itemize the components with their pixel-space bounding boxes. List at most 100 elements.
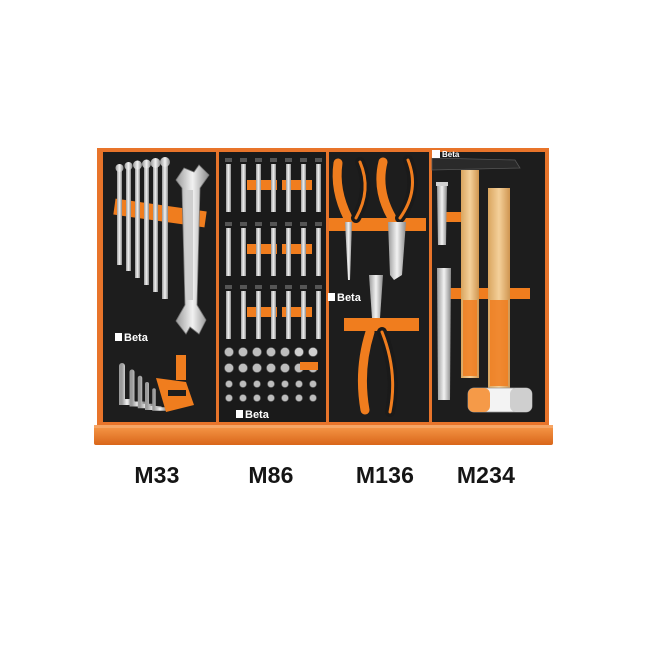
socket [266,363,276,373]
tray-m136: Beta [328,152,429,422]
bit-label-strip [285,222,292,226]
double-open-end-wrench [175,164,210,335]
bit-label-strip [300,222,307,226]
screwdriver-bit [301,164,306,212]
tray-m234: Beta [431,150,545,422]
bit-label-strip [255,285,262,289]
module-label-m136: M136 [355,462,415,488]
socket [266,347,276,357]
socket [239,394,247,402]
beta-logo-m86: Beta [236,409,270,421]
socket-grid [224,347,318,402]
bit-label-strip [285,158,292,162]
bit-label-strip [225,285,232,289]
screwdriver-bit [316,291,321,339]
screwdriver-bit [316,228,321,276]
bit-label-strip [315,222,322,226]
bit-label-strip [270,158,277,162]
screwdriver-bit [226,228,231,276]
combination-pliers [357,275,398,417]
beta-logo-m136: Beta [328,292,362,304]
screwdriver-bit [241,291,246,339]
bit-rows [225,158,322,339]
bit-holder [247,180,277,190]
socket [224,347,234,357]
socket [295,380,303,388]
chisels [436,182,451,400]
brand-text: Beta [442,150,460,159]
screwdriver-bit [301,291,306,339]
screwdriver-bit [286,164,291,212]
bit-label-strip [240,222,247,226]
socket [238,347,248,357]
socket [267,380,275,388]
screwdriver-bit [226,291,231,339]
screwdriver-bit [271,228,276,276]
bit-holder [247,307,277,317]
screwdriver-bit [286,291,291,339]
hex-keys [119,363,168,411]
tray-m33: Beta [103,152,216,422]
socket [239,380,247,388]
socket [295,394,303,402]
screwdriver-bit [271,291,276,339]
module-label-m86: M86 [248,462,294,488]
bit-label-strip [240,285,247,289]
screwdriver-bit [256,291,261,339]
machinist-hammer [431,157,521,378]
bit-label-strip [315,285,322,289]
socket [224,363,234,373]
bit-holder [247,244,277,254]
bit-label-strip [240,158,247,162]
bit-label-strip [285,285,292,289]
brand-text: Beta [245,409,270,421]
socket [281,394,289,402]
bit-label-strip [255,158,262,162]
screwdriver-bit [286,228,291,276]
bit-label-strip [300,285,307,289]
socket [267,394,275,402]
bit-holder [282,244,312,254]
socket [294,347,304,357]
screwdriver-bit [271,164,276,212]
socket [225,394,233,402]
screwdriver-bit [241,164,246,212]
bit-holder [282,307,312,317]
socket [309,394,317,402]
screwdriver-bit [301,228,306,276]
screwdriver-bit [316,164,321,212]
bit-label-strip [225,222,232,226]
bit-label-strip [315,158,322,162]
socket [280,347,290,357]
bit-holder [282,180,312,190]
bit-label-strip [270,285,277,289]
socket [252,363,262,373]
socket [280,363,290,373]
screwdriver-bit [241,228,246,276]
bit-label-strip [255,222,262,226]
screwdriver-bit [256,228,261,276]
socket [253,394,261,402]
beta-logo-m234: Beta [432,150,460,159]
module-label-m234: M234 [456,462,516,488]
beta-logo-m33: Beta [115,332,149,344]
hex-key-holder [156,355,194,412]
socket [281,380,289,388]
bit-label-strip [225,158,232,162]
brand-text: Beta [124,332,149,344]
diagonal-cutters [376,155,418,280]
long-nose-pliers [332,157,371,280]
screwdriver-bit [256,164,261,212]
socket [253,380,261,388]
socket-holder [300,362,318,370]
screwdriver-bit [226,164,231,212]
brand-text: Beta [337,292,362,304]
socket [252,347,262,357]
socket [309,380,317,388]
bit-label-strip [300,158,307,162]
tray-m86: Beta [219,152,326,422]
soft-face-mallet [467,188,533,413]
combination-wrenches [115,157,170,299]
module-label-m33: M33 [134,462,180,488]
